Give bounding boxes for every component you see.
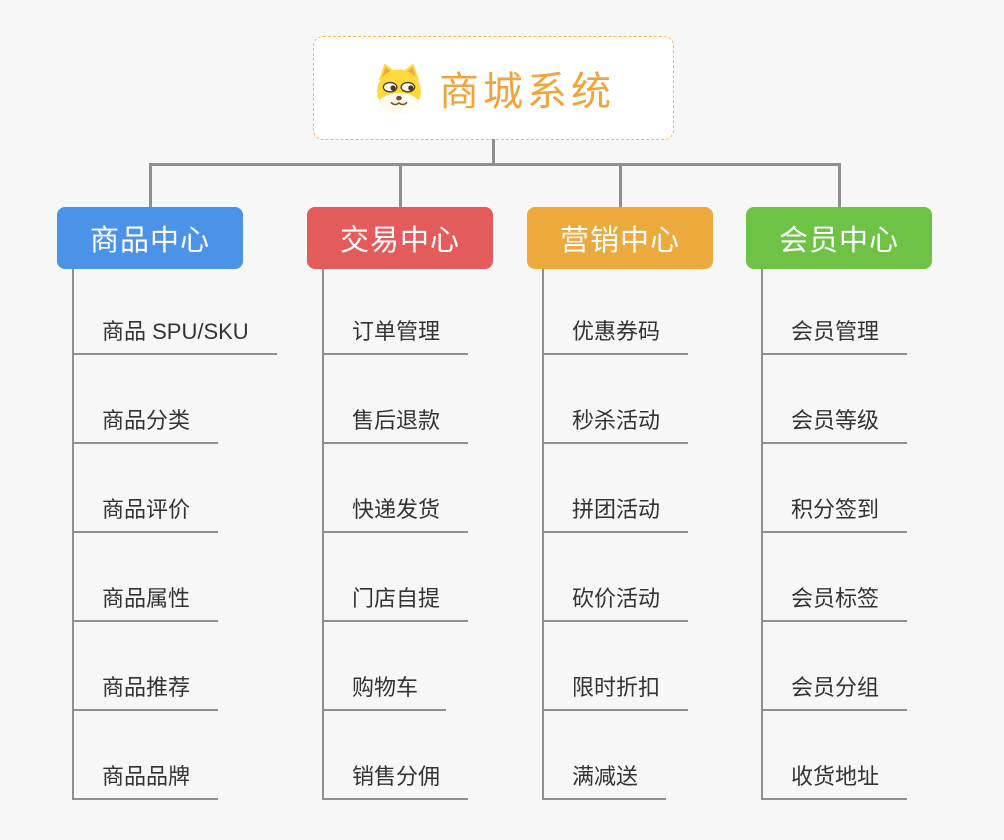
root-node-title: 商城系统	[439, 70, 615, 114]
child-node-marketing-center-2[interactable]: 拼团活动	[542, 491, 689, 533]
branch-label: 营销中心	[559, 225, 680, 257]
child-node-marketing-center-0[interactable]: 优惠券码	[542, 313, 689, 355]
child-node-marketing-center-3[interactable]: 砍价活动	[542, 580, 689, 622]
child-node-product-center-0[interactable]: 商品 SPU/SKU	[72, 313, 277, 355]
branch-label: 商品中心	[89, 225, 210, 257]
connector-line	[492, 139, 495, 166]
child-node-product-center-3[interactable]: 商品属性	[72, 580, 219, 622]
child-node-product-center-4[interactable]: 商品推荐	[72, 669, 219, 711]
child-node-trade-center-3[interactable]: 门店自提	[322, 580, 469, 622]
child-node-member-center-3[interactable]: 会员标签	[761, 580, 908, 622]
branch-node-product-center[interactable]: 商品中心	[57, 207, 243, 269]
connector-line	[619, 163, 622, 207]
branch-node-trade-center[interactable]: 交易中心	[307, 207, 493, 269]
branch-node-marketing-center[interactable]: 营销中心	[527, 207, 713, 269]
child-node-product-center-2[interactable]: 商品评价	[72, 491, 219, 533]
root-node-mall-system[interactable]: 商城系统	[313, 36, 674, 140]
dog-face-icon	[377, 63, 421, 114]
child-node-member-center-5[interactable]: 收货地址	[761, 758, 908, 800]
child-node-marketing-center-1[interactable]: 秒杀活动	[542, 402, 689, 444]
connector-line	[399, 163, 402, 207]
child-node-trade-center-2[interactable]: 快递发货	[322, 491, 469, 533]
child-node-member-center-4[interactable]: 会员分组	[761, 669, 908, 711]
branch-label: 会员中心	[778, 225, 899, 257]
connector-line	[149, 163, 841, 166]
connector-line	[322, 269, 324, 800]
child-node-marketing-center-4[interactable]: 限时折扣	[542, 669, 689, 711]
child-node-trade-center-1[interactable]: 售后退款	[322, 402, 469, 444]
child-node-trade-center-5[interactable]: 销售分佣	[322, 758, 469, 800]
connector-line	[149, 163, 152, 207]
branch-label: 交易中心	[339, 225, 460, 257]
child-node-trade-center-4[interactable]: 购物车	[322, 669, 447, 711]
connector-line	[838, 163, 841, 207]
connector-line	[542, 269, 544, 800]
connector-line	[72, 269, 74, 800]
child-node-member-center-2[interactable]: 积分签到	[761, 491, 908, 533]
branch-node-member-center[interactable]: 会员中心	[746, 207, 932, 269]
child-node-marketing-center-5[interactable]: 满减送	[542, 758, 667, 800]
child-node-product-center-1[interactable]: 商品分类	[72, 402, 219, 444]
child-node-member-center-1[interactable]: 会员等级	[761, 402, 908, 444]
connector-line	[761, 269, 763, 800]
child-node-product-center-5[interactable]: 商品品牌	[72, 758, 219, 800]
child-node-member-center-0[interactable]: 会员管理	[761, 313, 908, 355]
child-node-trade-center-0[interactable]: 订单管理	[322, 313, 469, 355]
